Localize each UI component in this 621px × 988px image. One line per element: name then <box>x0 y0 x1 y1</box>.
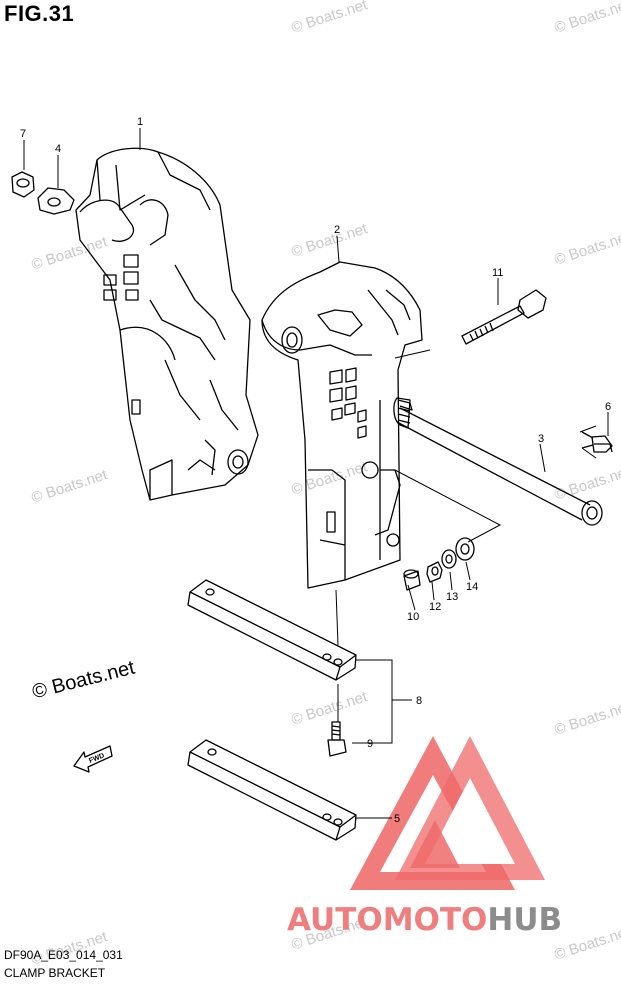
figure-caption: CLAMP BRACKET <box>4 966 106 980</box>
nut-part-12 <box>426 561 443 583</box>
callout-6: 6 <box>605 401 611 413</box>
brand-logo-triangle <box>350 736 545 890</box>
callout-11: 11 <box>492 267 503 279</box>
bolt-part-9 <box>327 721 347 757</box>
bolt-part-6 <box>581 431 613 453</box>
callout-8: 8 <box>416 695 422 707</box>
clamp-bracket-right-part-2 <box>261 261 423 589</box>
brand-part-1: AUTOMOTO <box>287 902 488 938</box>
nut-part-7 <box>11 171 35 198</box>
callout-2: 2 <box>334 224 340 236</box>
callout-12: 12 <box>429 601 441 613</box>
fwd-arrow-icon <box>73 745 113 773</box>
bushing-part-10 <box>403 569 421 591</box>
callout-7: 7 <box>20 128 26 140</box>
callout-14: 14 <box>466 581 478 593</box>
model-code: DF90A_E03_014_031 <box>4 948 123 962</box>
clamp-bracket-left-part-1 <box>75 147 259 501</box>
bolt-part-11 <box>461 289 547 345</box>
callout-3: 3 <box>538 433 544 445</box>
brand-logo-text: AUTOMOTOHUB <box>287 902 562 938</box>
figure-title: FIG.31 <box>4 1 75 26</box>
spacer-bar-part-5 <box>187 739 357 841</box>
callout-13: 13 <box>446 591 458 603</box>
callout-4: 4 <box>55 143 61 155</box>
callout-1: 1 <box>137 116 143 128</box>
brand-part-2: HUB <box>487 902 563 938</box>
washer-part-13 <box>441 549 457 569</box>
callout-10: 10 <box>407 611 419 623</box>
callout-9: 9 <box>367 738 373 750</box>
spacer-bar-part-8 <box>187 579 357 681</box>
washer-part-14 <box>455 537 475 561</box>
plate-part-4 <box>37 187 75 215</box>
through-tube-part-3 <box>393 397 603 526</box>
callout-5: 5 <box>394 813 400 825</box>
